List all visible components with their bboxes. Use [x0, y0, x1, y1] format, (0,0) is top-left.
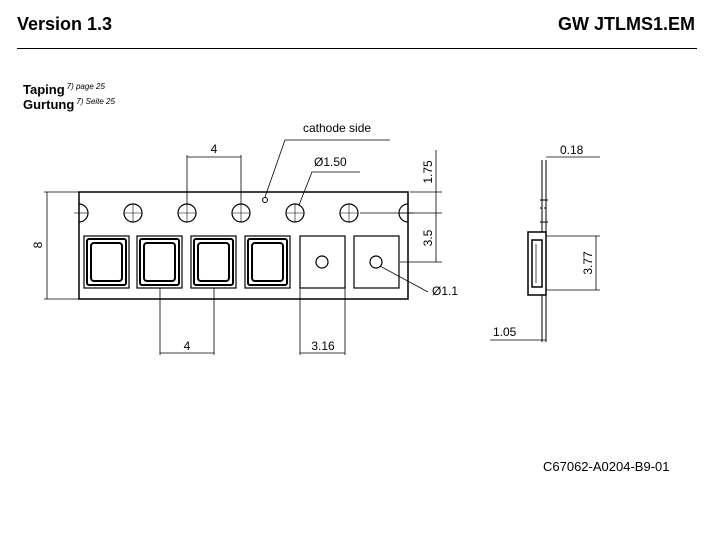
label-tape-width: 8 — [31, 241, 45, 248]
label-sprocket-dia: Ø1.50 — [314, 155, 347, 169]
label-sprocket-pitch: 4 — [211, 142, 218, 156]
label-hole-to-pocket: 3.5 — [421, 229, 435, 246]
leader-sprocket-dia — [298, 171, 360, 206]
label-cathode-side: cathode side — [303, 121, 371, 135]
dim-right-side — [360, 150, 442, 263]
dim-sprocket-pitch — [186, 155, 242, 204]
dim-pocket-pitch — [159, 288, 215, 355]
pocket-4 — [244, 235, 291, 289]
label-pocket-pitch: 4 — [184, 339, 191, 353]
version-label: Version 1.3 — [17, 14, 113, 34]
dim-tape-width — [44, 191, 79, 300]
side-view — [490, 156, 600, 342]
taping-reference: 7) page 25 — [66, 82, 105, 91]
label-component-height: 1.05 — [493, 325, 517, 339]
pocket-5 — [299, 235, 346, 289]
header-rule — [17, 48, 697, 49]
product-code: GW JTLMS1.EM — [557, 14, 695, 34]
cathode-mark — [262, 197, 268, 203]
label-pocket-length: 3.77 — [581, 251, 595, 275]
carrier-tape — [78, 191, 409, 300]
leader-cathode — [264, 139, 390, 198]
dim-pocket-width — [299, 288, 346, 355]
gurtung-reference: 7) Seite 25 — [76, 97, 115, 106]
gurtung-title: Gurtung — [23, 97, 75, 112]
pocket-2 — [136, 235, 183, 289]
pocket-6 — [353, 235, 400, 289]
pocket-1 — [83, 235, 130, 289]
filled-pockets — [83, 235, 291, 289]
sprocket-holes — [74, 203, 414, 223]
label-edge-to-hole: 1.75 — [421, 160, 435, 184]
empty-pockets — [299, 235, 400, 289]
taping-title: Taping — [23, 82, 65, 97]
leader-pocket-dia — [379, 265, 429, 293]
label-tape-thickness: 0.18 — [560, 143, 584, 157]
pocket-3 — [190, 235, 237, 289]
label-pocket-hole-dia: Ø1.1 — [432, 284, 458, 298]
document-id: C67062-A0204-B9-01 — [543, 459, 670, 474]
label-pocket-width: 3.16 — [311, 339, 335, 353]
